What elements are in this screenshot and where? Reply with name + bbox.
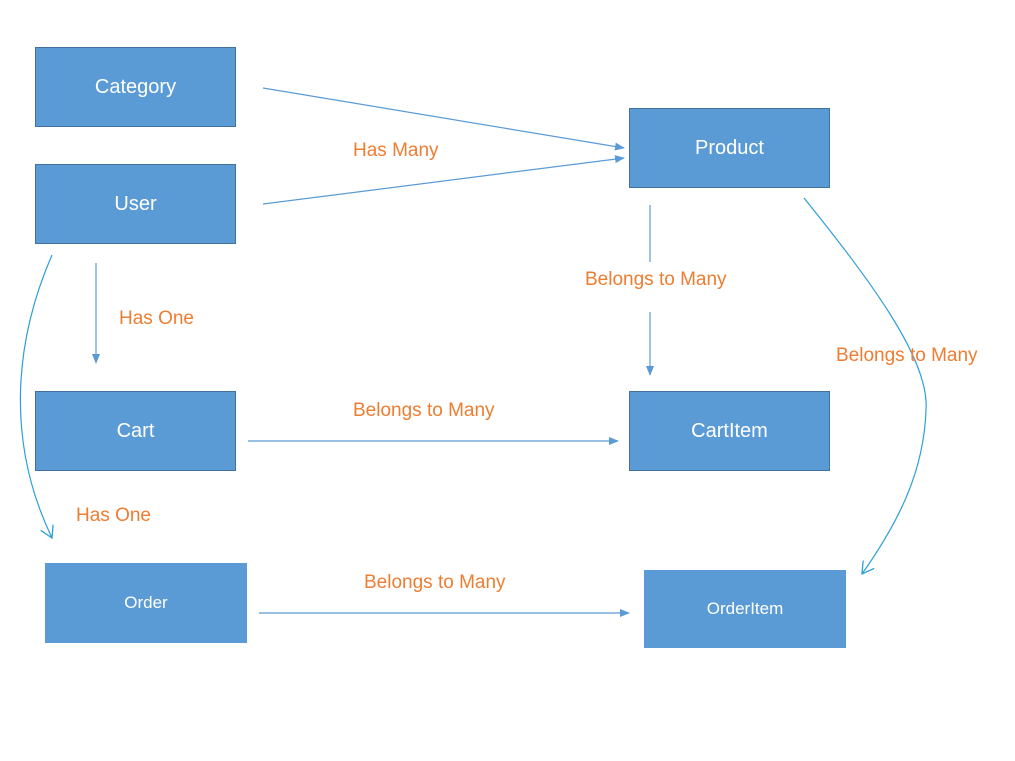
edge-user-order-curve [19,254,52,538]
edge-user-product [262,155,625,205]
entity-cartitem-label: CartItem [691,419,768,442]
entity-product[interactable]: Product [629,108,830,188]
label-user-order-has-one: Has One [76,505,151,526]
entity-orderitem-label: OrderItem [706,599,784,618]
label-user-cart-has-one: Has One [119,308,194,329]
label-has-many: Has Many [353,140,439,161]
label-product-cartitem: Belongs to Many [585,269,727,290]
entity-user[interactable]: User [35,164,236,244]
entity-order[interactable]: Order [45,563,247,643]
edge-category-product [262,87,625,151]
entity-category-label: Category [94,75,177,98]
edge-product-orderitem-curve [803,197,927,574]
label-product-orderitem: Belongs to Many [836,345,978,366]
label-cart-cartitem: Belongs to Many [353,400,495,421]
entity-product-label: Product [695,136,764,159]
label-order-orderitem: Belongs to Many [364,572,506,593]
entity-user-label: User [114,192,157,215]
entity-category[interactable]: Category [35,47,236,127]
entity-orderitem[interactable]: OrderItem [644,570,846,648]
entity-order-label: Order [124,593,168,612]
entity-cartitem[interactable]: CartItem [629,391,830,471]
entity-cart[interactable]: Cart [35,391,236,471]
entity-cart-label: Cart [116,419,155,442]
